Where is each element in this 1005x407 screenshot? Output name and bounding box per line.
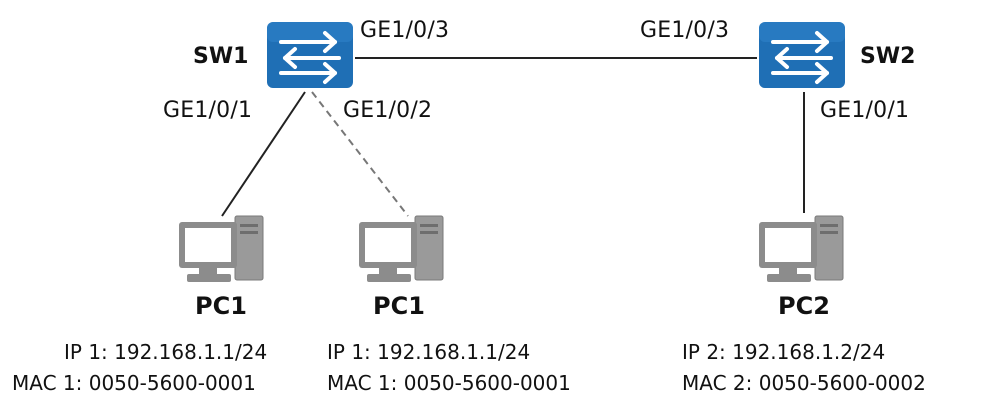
mac-address-text: MAC 1: 0050-5600-0001 [12, 371, 256, 395]
ip-address-text: IP 1: 192.168.1.1/24 [64, 340, 268, 364]
link-sw1-pc1a [221, 91, 306, 217]
pc-icon-pc1-b [359, 215, 444, 282]
switch-icon-sw2 [759, 22, 845, 88]
mac-address-text: MAC 2: 0050-5600-0002 [682, 371, 926, 395]
link-sw1-pc1b [311, 91, 409, 217]
pc-icon-pc1-a [179, 215, 264, 282]
pc-label-pc2: PC2 [778, 292, 830, 320]
port-label-sw2-ge1: GE1/0/1 [820, 98, 910, 123]
port-label-sw1-ge3: GE1/0/3 [360, 18, 450, 43]
switch-label-sw1: SW1 [193, 44, 249, 69]
pc-icon-pc2 [759, 215, 844, 282]
port-label-sw2-ge3: GE1/0/3 [640, 18, 730, 43]
host-info-pc2: IP 2: 192.168.1.2/24 MAC 2: 0050-5600-00… [682, 337, 926, 399]
switch-label-sw2: SW2 [860, 44, 916, 69]
port-label-sw1-ge2: GE1/0/2 [343, 98, 433, 123]
mac-address-text: MAC 1: 0050-5600-0001 [327, 371, 571, 395]
ip-address-text: IP 1: 192.168.1.1/24 [327, 340, 531, 364]
pc-label-pc1-a: PC1 [195, 292, 247, 320]
switch-icon-sw1 [267, 22, 353, 88]
ip-address-text: IP 2: 192.168.1.2/24 [682, 340, 886, 364]
host-info-pc1-b: IP 1: 192.168.1.1/24 MAC 1: 0050-5600-00… [327, 337, 571, 399]
pc-label-pc1-b: PC1 [373, 292, 425, 320]
port-label-sw1-ge1: GE1/0/1 [163, 98, 253, 123]
host-info-pc1-a: IP 1: 192.168.1.1/24 MAC 1: 0050-5600-00… [12, 337, 267, 399]
